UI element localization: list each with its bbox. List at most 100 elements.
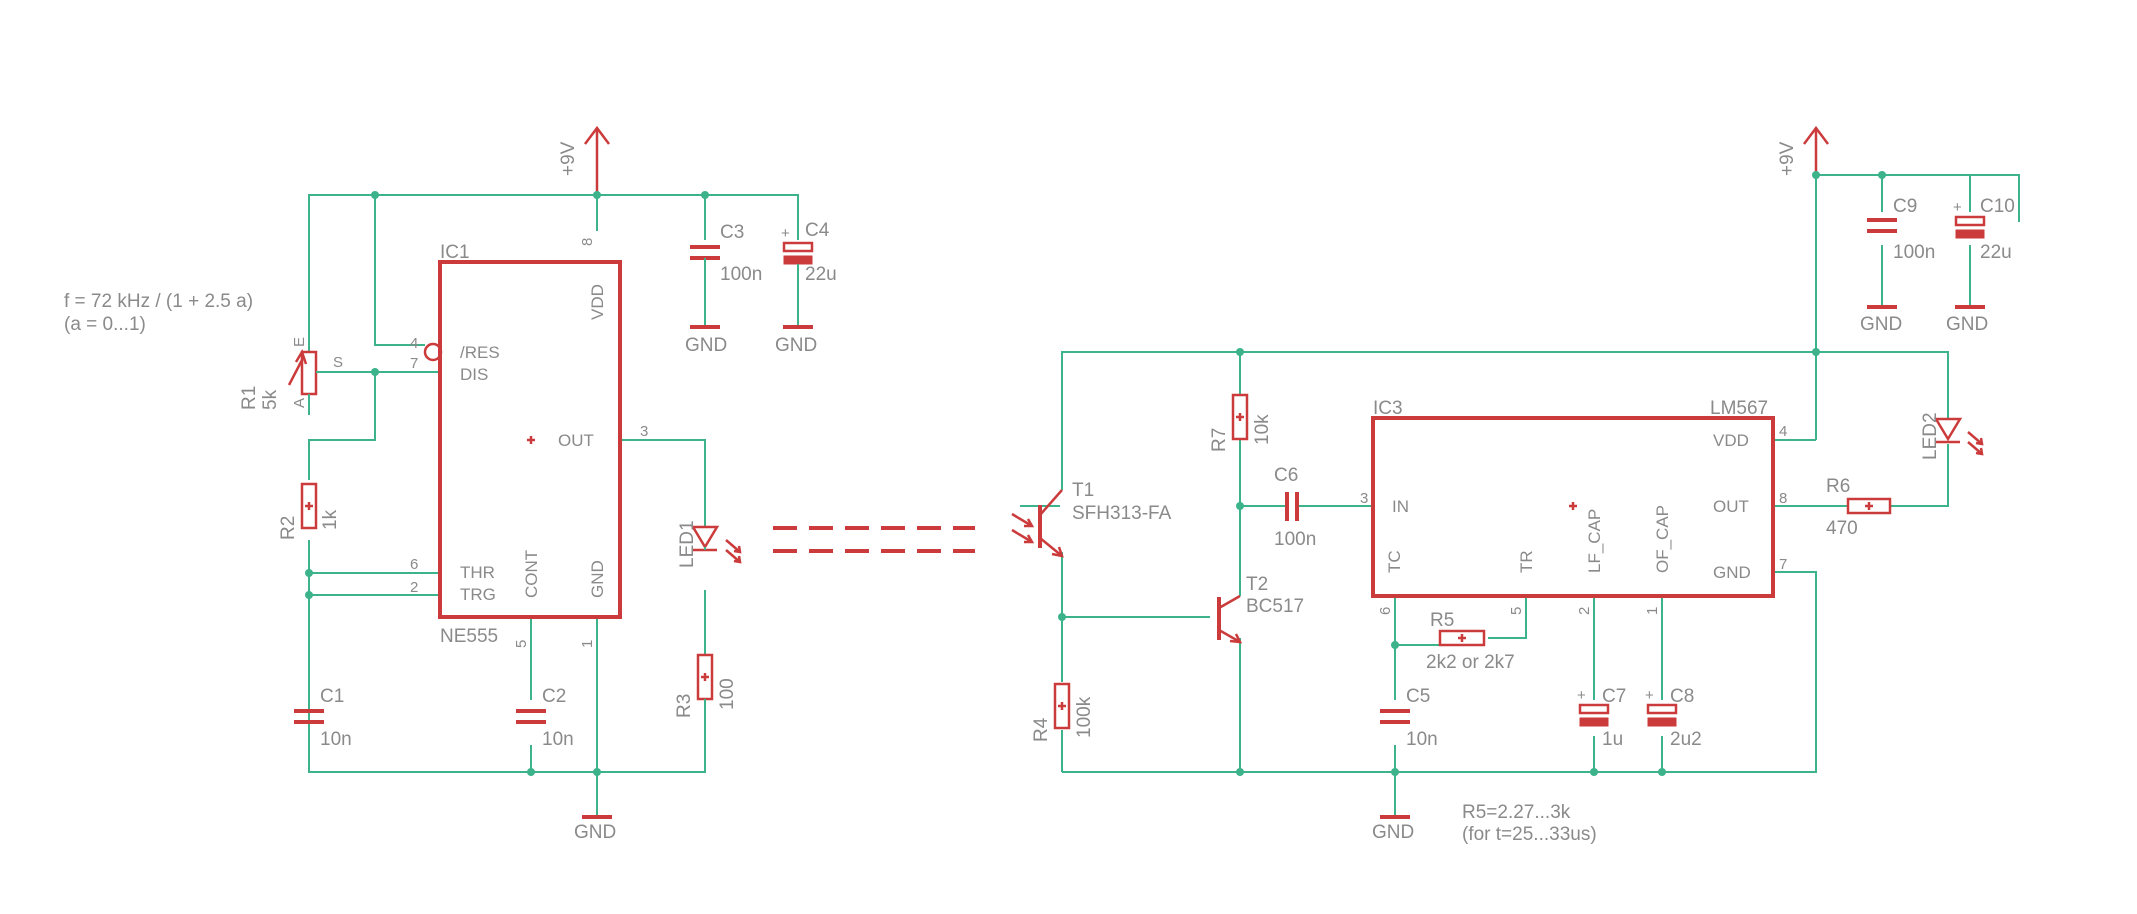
c10-name: C10: [1980, 196, 2015, 217]
c6-value: 100n: [1274, 529, 1316, 550]
t2-transistor: T2 BC517: [1062, 574, 1304, 644]
r4-value: 100k: [1074, 696, 1095, 738]
c9-value: 100n: [1893, 242, 1935, 263]
r4-name: R4: [1031, 717, 1052, 742]
r7-value: 10k: [1252, 414, 1273, 445]
c2-value: 10n: [542, 729, 574, 750]
c4-capacitor: + C4 22u: [781, 220, 837, 325]
ic1-pin-vdd: VDD: [588, 284, 607, 320]
c5-value: 10n: [1406, 729, 1438, 750]
r7-resistor: R7 10k: [1209, 393, 1273, 452]
r1-value: 5k: [260, 389, 281, 410]
c8-name: C8: [1670, 686, 1694, 707]
t1-phototransistor: T1 SFH313-FA: [1011, 480, 1172, 558]
r7-name: R7: [1209, 428, 1230, 452]
gnd-label-c10: GND: [1946, 314, 1988, 335]
gnd-label-c3: GND: [685, 335, 727, 356]
junctions-left: [305, 191, 709, 776]
ic3-pin-gnd: GND: [1713, 563, 1751, 582]
c5-capacitor: C5 10n: [1380, 686, 1438, 750]
ic3-pin-number-7: 7: [1779, 556, 1787, 573]
gnd-label-c4: GND: [775, 335, 817, 356]
ic3-pin-number-2: 2: [1576, 607, 1593, 615]
ic3-pin-vdd: VDD: [1713, 431, 1749, 450]
ic3-pin-lf-cap: LF_CAP: [1585, 509, 1604, 573]
r6-value: 470: [1826, 518, 1858, 539]
r5-value: 2k2 or 2k7: [1426, 652, 1515, 673]
c3-capacitor: C3 100n: [690, 222, 762, 325]
ic1-ne555: IC1 NE555 /RES DIS OUT VDD THR TRG CONT …: [410, 238, 648, 648]
svg-text:+: +: [1577, 687, 1586, 704]
r1-pin-e: E: [291, 337, 308, 347]
ic3-pin-number-4: 4: [1779, 423, 1787, 440]
gnd-symbol-c4: GND: [775, 325, 817, 356]
svg-text:+: +: [1953, 199, 1962, 216]
c5-name: C5: [1406, 686, 1430, 707]
ic1-pin-number-4: 4: [410, 335, 418, 352]
ic3-lm567: IC3 LM567 IN VDD OUT GND TC TR LF_CAP OF…: [1360, 398, 1787, 615]
c9-capacitor: C9 100n: [1867, 196, 1935, 263]
svg-text:+: +: [781, 225, 790, 242]
c7-capacitor: + C7 1u: [1577, 686, 1626, 750]
c4-value: 22u: [805, 264, 837, 285]
r2-name: R2: [278, 516, 299, 540]
ic3-pin-in: IN: [1392, 497, 1409, 516]
ic3-pin-tr: TR: [1517, 550, 1536, 573]
r1-pin-a: A: [291, 398, 308, 408]
supply-label-left: +9V: [558, 141, 579, 176]
r3-name: R3: [674, 694, 695, 718]
c7-value: 1u: [1602, 729, 1623, 750]
c8-value: 2u2: [1670, 729, 1702, 750]
gnd-symbol-main-right: GND: [1372, 815, 1414, 843]
r3-value: 100: [717, 678, 738, 710]
formula-range-note: (a = 0...1): [64, 314, 146, 335]
ic1-pin-gnd: GND: [588, 560, 607, 598]
c7-name: C7: [1602, 686, 1626, 707]
t2-value: BC517: [1246, 596, 1304, 617]
ic1-name: IC1: [440, 242, 470, 263]
ic1-pin-number-7: 7: [410, 355, 418, 372]
gnd-label-c9: GND: [1860, 314, 1902, 335]
ic1-pin-number-1: 1: [579, 640, 596, 648]
ic1-pin-dis: DIS: [460, 365, 488, 384]
ic1-pin-res: /RES: [460, 343, 500, 362]
receiver-circuit: +9V: [1011, 125, 2020, 845]
ic1-pin-cont: CONT: [522, 550, 541, 598]
transmitter-circuit: +9V: [64, 125, 837, 843]
t2-name: T2: [1246, 574, 1268, 595]
c1-capacitor: C1 10n: [294, 686, 352, 750]
led1: LED1: [677, 520, 742, 568]
svg-text:+: +: [1645, 687, 1654, 704]
ic1-pin-out: OUT: [558, 431, 594, 450]
gnd-symbol-c3: GND: [685, 325, 727, 356]
ic3-pin-out: OUT: [1713, 497, 1749, 516]
ic1-pin-thr: THR: [460, 563, 495, 582]
ic3-value: LM567: [1710, 398, 1768, 419]
supply-label-right: +9V: [1777, 141, 1798, 176]
led2: LED2: [1920, 412, 1984, 460]
r3-resistor: R3 100: [674, 653, 738, 718]
ir-link-dashes: [773, 526, 975, 553]
led2-name: LED2: [1920, 412, 1941, 460]
c9-name: C9: [1893, 196, 1917, 217]
led1-name: LED1: [677, 520, 698, 568]
r5-name: R5: [1430, 610, 1454, 631]
gnd-symbol-c10: GND: [1946, 305, 1988, 335]
supply-symbol-right: +9V: [1777, 125, 1829, 176]
c8-capacitor: + C8 2u2: [1645, 686, 1702, 750]
ic3-pin-number-8: 8: [1779, 490, 1787, 507]
junctions-right: [1058, 171, 1886, 776]
c3-value: 100n: [720, 264, 762, 285]
r4-resistor: R4 100k: [1031, 682, 1095, 742]
ic3-name: IC3: [1373, 398, 1403, 419]
ic1-pin-number-6: 6: [410, 556, 418, 573]
ic1-pin-trg: TRG: [460, 585, 496, 604]
r1-potentiometer: R1 5k A E S: [239, 337, 375, 415]
c10-capacitor: + C10 22u: [1953, 196, 2015, 263]
c2-name: C2: [542, 686, 566, 707]
r5-resistor: R5 2k2 or 2k7: [1426, 610, 1515, 673]
gnd-symbol-c9: GND: [1860, 305, 1902, 335]
ic3-pin-of-cap: OF_CAP: [1653, 505, 1672, 573]
r1-pin-s: S: [333, 354, 343, 371]
